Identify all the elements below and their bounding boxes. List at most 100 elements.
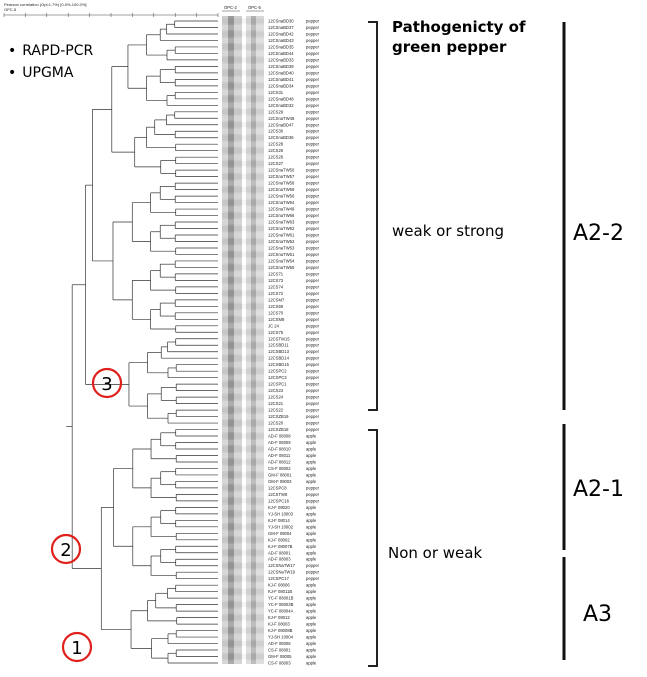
- sample-host: pepper: [306, 317, 320, 322]
- sample-id: 12CSnaBD32: [268, 103, 294, 108]
- gel-row: [222, 615, 264, 621]
- sample-id: 12CS28: [268, 142, 284, 147]
- gel-row: [222, 537, 264, 543]
- sample-id: 12CSBD15: [268, 362, 290, 367]
- gel-row: [222, 582, 264, 588]
- sample-host: pepper: [306, 258, 320, 263]
- sample-id: 12CS27: [268, 161, 284, 166]
- sample-host: pepper: [306, 194, 320, 199]
- sample-host: apple: [306, 440, 317, 445]
- sample-id: 12CS22: [268, 408, 284, 413]
- gel-row: [222, 141, 264, 147]
- sample-id: 12CS31: [268, 90, 284, 95]
- gel-row: [222, 595, 264, 601]
- sample-host: pepper: [306, 492, 320, 497]
- gel-row: [222, 193, 264, 199]
- bracket-pepper: [368, 21, 378, 411]
- gel-row: [222, 634, 264, 640]
- sample-host: pepper: [306, 64, 320, 69]
- gel-row: [222, 517, 264, 523]
- method-item-rapd: RAPD-PCR: [8, 40, 93, 62]
- gel-label-1: OPC-2: [224, 5, 237, 10]
- sample-host: pepper: [306, 226, 320, 231]
- gel-row: [222, 576, 264, 582]
- sample-host: pepper: [306, 401, 320, 406]
- sample-host: apple: [306, 648, 317, 653]
- gel-row: [222, 608, 264, 614]
- gel-row: [222, 375, 264, 381]
- gel-row: [222, 491, 264, 497]
- sample-id: 12CSnaBD33: [268, 57, 294, 62]
- sample-id: JC 24: [268, 323, 280, 328]
- sample-id: 12CS23: [268, 388, 284, 393]
- gel-row: [222, 478, 264, 484]
- sample-id: 12CS71: [268, 271, 284, 276]
- sample-host: apple: [306, 602, 317, 607]
- gel-row: [222, 161, 264, 167]
- gel-row: [222, 388, 264, 394]
- gel-row: [222, 362, 264, 368]
- sample-id: YJ-SH 10002: [268, 524, 294, 529]
- sample-id: 12CS20: [268, 421, 284, 426]
- gel-row: [222, 407, 264, 413]
- sample-host: pepper: [306, 563, 320, 568]
- sample-host: pepper: [306, 356, 320, 361]
- sample-host: apple: [306, 550, 317, 555]
- sample-id: GM-F 08005: [268, 654, 292, 659]
- sample-host: pepper: [306, 375, 320, 380]
- sample-host: apple: [306, 537, 317, 542]
- sample-host: pepper: [306, 336, 320, 341]
- bracket-apple: [368, 429, 378, 667]
- gel-rows: [222, 18, 264, 666]
- sample-id: 12CSnaTW50: [268, 168, 295, 173]
- sample-id: 12CSBD13: [268, 349, 290, 354]
- sample-host: pepper: [306, 414, 320, 419]
- sample-host: pepper: [306, 174, 320, 179]
- sample-id: 12CSZB19: [268, 414, 289, 419]
- gel-row: [222, 310, 264, 316]
- gel-row: [222, 511, 264, 517]
- sample-host: apple: [306, 447, 317, 452]
- gel-row: [222, 167, 264, 173]
- sample-id: KJ-F 08003: [268, 622, 290, 627]
- sample-host: pepper: [306, 181, 320, 186]
- gel-row: [222, 368, 264, 374]
- sample-host: pepper: [306, 343, 320, 348]
- sample-id: 12CSBD11: [268, 343, 289, 348]
- sample-id: 12CSTW8: [268, 492, 288, 497]
- sample-host: apple: [306, 622, 317, 627]
- sample-id: YJ-SH 10003: [268, 511, 294, 516]
- sample-id: KJ-F 08002: [268, 537, 290, 542]
- sample-id: 12CS26: [268, 155, 284, 160]
- gel-row: [222, 394, 264, 400]
- sample-host: pepper: [306, 388, 320, 393]
- sample-id: 12CSnaBD41: [268, 77, 294, 82]
- sample-host: pepper: [306, 297, 320, 302]
- sample-id: 12CS29: [268, 109, 284, 114]
- title-line-1: Pathogenicty of: [392, 18, 526, 36]
- gel-row: [222, 297, 264, 303]
- sample-id: 12CSPC8: [268, 485, 287, 490]
- gel-strip-1-band: [228, 16, 234, 664]
- sample-id: 12CSnaTW59: [268, 187, 295, 192]
- gel-row: [222, 271, 264, 277]
- gel-row: [222, 589, 264, 595]
- gel-row: [222, 602, 264, 608]
- gel-strips: [222, 16, 264, 666]
- sample-host: pepper: [306, 90, 320, 95]
- gel-row: [222, 543, 264, 549]
- gel-row: [222, 524, 264, 530]
- sample-host: pepper: [306, 427, 320, 432]
- sample-id: 12CSnaBD40: [268, 70, 294, 75]
- sample-host: pepper: [306, 310, 320, 315]
- gel-row: [222, 24, 264, 30]
- methods-list: RAPD-PCR UPGMA: [8, 40, 93, 84]
- gel-row: [222, 498, 264, 504]
- gel-row: [222, 647, 264, 653]
- sample-id: CS-F 08002: [268, 466, 291, 471]
- sample-id: AD-F 08011: [268, 453, 291, 458]
- scale-ticks: [3, 13, 219, 17]
- sample-id: 12CSnaTW58: [268, 181, 295, 186]
- sample-host: apple: [306, 505, 317, 510]
